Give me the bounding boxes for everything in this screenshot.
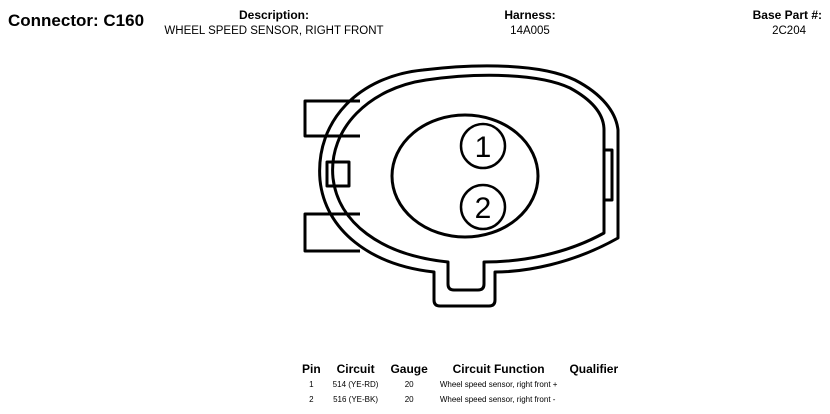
pin-cell: 1 <box>309 380 314 389</box>
base-part-value: 2C204 <box>772 25 806 37</box>
right-latch-ridge <box>602 148 614 202</box>
qualifier-cell <box>563 377 624 392</box>
col-header-pin: Pin <box>302 362 321 376</box>
description-label: Description: <box>238 8 310 22</box>
function-cell: Wheel speed sensor, right front - <box>439 395 556 404</box>
col-header-gauge: Gauge <box>390 362 428 376</box>
pin-1-label: 1 <box>475 131 492 164</box>
lower-latch-arm <box>303 212 360 253</box>
pin-2-marker: 2 <box>459 183 507 231</box>
function-cell: Wheel speed sensor, right front + <box>439 380 558 389</box>
upper-latch-arm <box>303 99 360 138</box>
circuit-cell: 514 (YE-RD) <box>332 380 379 389</box>
circuit-cell: 516 (YE-BK) <box>333 395 379 404</box>
side-tab <box>325 160 351 188</box>
pin-2-circle <box>459 183 507 231</box>
harness-value: 14A005 <box>510 25 550 37</box>
pin-table-header-row: Pin Circuit Gauge Circuit Function Quali… <box>296 361 624 377</box>
gauge-cell: 20 <box>404 395 414 404</box>
col-header-qualifier: Qualifier <box>569 362 619 376</box>
table-row: 1 514 (YE-RD) 20 Wheel speed sensor, rig… <box>296 377 624 392</box>
harness-label: Harness: <box>504 8 556 22</box>
connector-body-outline <box>318 64 620 308</box>
description-value: WHEEL SPEED SENSOR, RIGHT FRONT <box>164 25 384 37</box>
gauge-cell: 20 <box>404 380 414 389</box>
qualifier-cell <box>563 392 624 407</box>
pin-cell: 2 <box>309 395 314 404</box>
pin-2-label: 2 <box>475 192 492 225</box>
base-part-label: Base Part #: <box>752 8 822 22</box>
pin-1-marker: 1 <box>459 122 507 170</box>
connector-inner-ring <box>331 73 606 292</box>
col-header-circuit-function: Circuit Function <box>452 362 545 376</box>
pin-table: Pin Circuit Gauge Circuit Function Quali… <box>296 361 624 407</box>
table-row: 2 516 (YE-BK) 20 Wheel speed sensor, rig… <box>296 392 624 407</box>
connector-title: Connector: C160 <box>8 11 145 30</box>
pin-1-circle <box>459 122 507 170</box>
pin-cavity <box>390 113 540 239</box>
col-header-circuit: Circuit <box>336 362 375 376</box>
